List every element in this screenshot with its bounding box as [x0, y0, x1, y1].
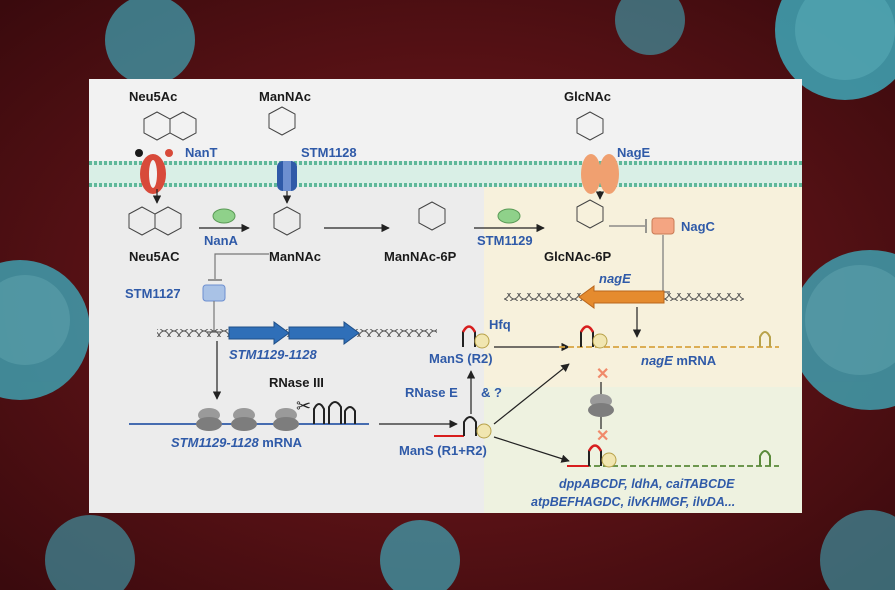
virus-particle-icon	[775, 0, 895, 100]
mans-r1r2-hairpin-icon	[463, 416, 477, 436]
nagc-repressor-icon	[651, 217, 675, 235]
operon-label: STM1129-1128	[229, 347, 317, 362]
glcnac-outside-label: GlcNAc	[564, 89, 611, 104]
neu5ac-inside-label: Neu5AC	[129, 249, 180, 264]
blocked-x-icon: ✕	[596, 366, 609, 383]
nage-gene-label: nagE	[599, 271, 631, 286]
mannac6p-label: ManNAc-6P	[384, 249, 457, 264]
mans-r1r2-to-targets-arrow	[493, 436, 570, 463]
stm1129-enzyme-label: STM1129	[477, 233, 533, 248]
virus-particle-icon	[45, 515, 135, 590]
neu5ac-outside-label: Neu5Ac	[129, 89, 177, 104]
mans-r1r2-to-nage-arrow	[493, 363, 570, 425]
ribosome-icon	[273, 408, 299, 431]
stm1128-gene-arrow	[288, 321, 360, 345]
mannac-inside-label: ManNAc	[269, 249, 321, 264]
glcnac6p-structure-icon	[576, 199, 604, 229]
virus-particle-icon	[105, 0, 195, 85]
mannac-inhibits-stm1127	[214, 253, 269, 279]
blocked-x-icon: ✕	[596, 428, 609, 445]
rnase-e-amp-label: & ?	[481, 385, 502, 400]
hfq-ring-icon	[592, 333, 608, 349]
virus-particle-icon	[0, 260, 90, 400]
ribosome-icon	[196, 408, 222, 431]
nagc-label: NagC	[681, 219, 716, 234]
cytoplasm-region	[89, 187, 484, 513]
mans-r1r2-label: ManS (R1+R2)	[399, 443, 487, 458]
neu5ac-in-structure-icon	[128, 206, 182, 236]
ribosome-icon	[231, 408, 257, 431]
mannac6p-structure-icon	[418, 201, 446, 231]
glcnac-structure-icon	[576, 111, 604, 141]
stm1128-transporter-icon	[277, 161, 297, 191]
stm1129-gene-arrow	[228, 321, 290, 345]
nana-label: NanA	[204, 233, 239, 248]
mrna-hairpin-icon	[313, 401, 356, 424]
nage-terminator-icon	[759, 331, 771, 347]
nage-transporter-icon	[581, 154, 619, 194]
hfq-ring-icon	[601, 452, 617, 468]
nant-label: NanT	[185, 145, 218, 160]
scissors-icon: ✂	[296, 396, 311, 416]
operon-mrna-label: STM1129-1128 mRNA	[171, 435, 303, 450]
cell-membrane	[89, 161, 802, 187]
target-regulation-region	[484, 387, 802, 513]
target-genes-line1: dppABCDF, ldhA, caiTABCDE	[559, 477, 735, 491]
virus-particle-icon	[615, 0, 685, 55]
nage-mrna-label: nagE mRNA	[641, 353, 717, 368]
hfq-ring-icon	[474, 333, 490, 349]
virus-particle-icon	[380, 520, 460, 590]
mannac-structure-icon	[268, 106, 296, 136]
nana-enzyme-icon	[212, 208, 236, 224]
glcnac6p-label: GlcNAc-6P	[544, 249, 612, 264]
target-terminator-icon	[759, 450, 771, 466]
stm1128-label: STM1128	[301, 145, 357, 160]
target-genes-line2: atpBEFHAGDC, ilvKHMGF, ilvDA...	[531, 495, 735, 509]
stm1127-repressor-icon	[202, 284, 226, 302]
mannac-outside-label: ManNAc	[259, 89, 311, 104]
ribosome-icon	[588, 394, 614, 417]
virus-particle-icon	[820, 510, 895, 590]
nage-regulation-region	[484, 187, 802, 387]
rnase3-label: RNase III	[269, 375, 324, 390]
pathway-diagram-panel: Neu5Ac ManNAc GlcNAc NanT STM1128 NagE N…	[89, 79, 802, 513]
stm1127-label: STM1127	[125, 286, 181, 301]
mannac-in-structure-icon	[273, 206, 301, 236]
neu5ac-structure-icon	[143, 111, 197, 141]
hfq-label: Hfq	[489, 317, 511, 332]
rnase-e-label: RNase E	[405, 385, 458, 400]
stm1129-enzyme-icon	[497, 208, 521, 224]
nage-gene-arrow	[578, 285, 665, 309]
hfq-ring-icon	[476, 423, 492, 439]
nant-transporter-icon	[135, 149, 173, 194]
mans-r2-label: ManS (R2)	[429, 351, 493, 366]
virus-particle-icon	[790, 250, 895, 410]
nage-transporter-label: NagE	[617, 145, 651, 160]
